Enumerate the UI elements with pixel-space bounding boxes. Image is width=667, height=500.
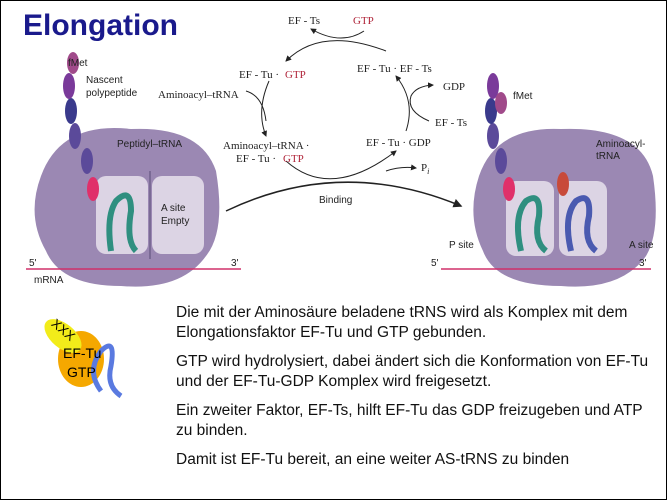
trna-label: tRNA (596, 151, 620, 162)
ef-tu-gdp-label: EF - Tu · GDP (366, 137, 431, 149)
gtp-label: GTP (67, 364, 96, 380)
three-prime-label: 3' (231, 258, 239, 269)
empty-label: Empty (161, 216, 189, 227)
gtp-label: GTP (283, 153, 304, 165)
binding-label: Binding (319, 195, 352, 206)
paragraph: GTP wird hydrolysiert, dabei ändert sich… (176, 353, 649, 390)
ef-tu-label: EF-Tu (63, 345, 101, 361)
gtp-label: GTP (285, 69, 306, 81)
ef-tu-ef-ts-label: EF - Tu · EF - Ts (357, 63, 432, 75)
three-prime-label: 3' (639, 258, 647, 269)
complex-label: EF - Tu · (236, 153, 276, 165)
nascent-label: Nascent (86, 75, 123, 86)
aminoacyl-trna-label: Aminoacyl- (596, 139, 645, 150)
complex-label: Aminoacyl–tRNA · (223, 140, 309, 152)
p-site-label: P site (449, 240, 474, 251)
fmet-label: fMet (68, 58, 88, 69)
paragraph: Damit ist EF-Tu bereit, an eine weiter A… (176, 451, 570, 468)
ef-tu-cycle (225, 28, 463, 212)
gtp-label: GTP (353, 15, 374, 27)
pi-label: Pi (421, 162, 429, 176)
a-site-label: A site (161, 203, 186, 214)
polypeptide-label: polypeptide (86, 88, 138, 99)
left-ribosome (26, 52, 241, 287)
peptidyl-trna-label: Peptidyl–tRNA (117, 139, 182, 150)
paragraph: Die mit der Aminosäure beladene tRNS wir… (176, 304, 628, 341)
slide-title: Elongation (23, 9, 178, 42)
aminoacyl-trna-label: Aminoacyl–tRNA (158, 89, 239, 101)
five-prime-label: 5' (29, 258, 37, 269)
ef-ts-label: EF - Ts (288, 15, 320, 27)
paragraph: Ein zweiter Faktor, EF-Ts, hilft EF-Tu d… (176, 402, 643, 439)
ef-tu-gtp-trna-icon (44, 319, 123, 399)
mrna-label: mRNA (34, 275, 64, 286)
fmet-label: fMet (513, 91, 533, 102)
five-prime-label: 5' (431, 258, 439, 269)
a-site-label: A site (629, 240, 654, 251)
gdp-label: GDP (443, 81, 465, 93)
explanation-text: Die mit der Aminosäure beladene tRNS wir… (176, 303, 656, 479)
right-ribosome (441, 73, 656, 287)
ef-tu-label: EF - Tu · (239, 69, 279, 81)
ef-ts-label: EF - Ts (435, 117, 467, 129)
